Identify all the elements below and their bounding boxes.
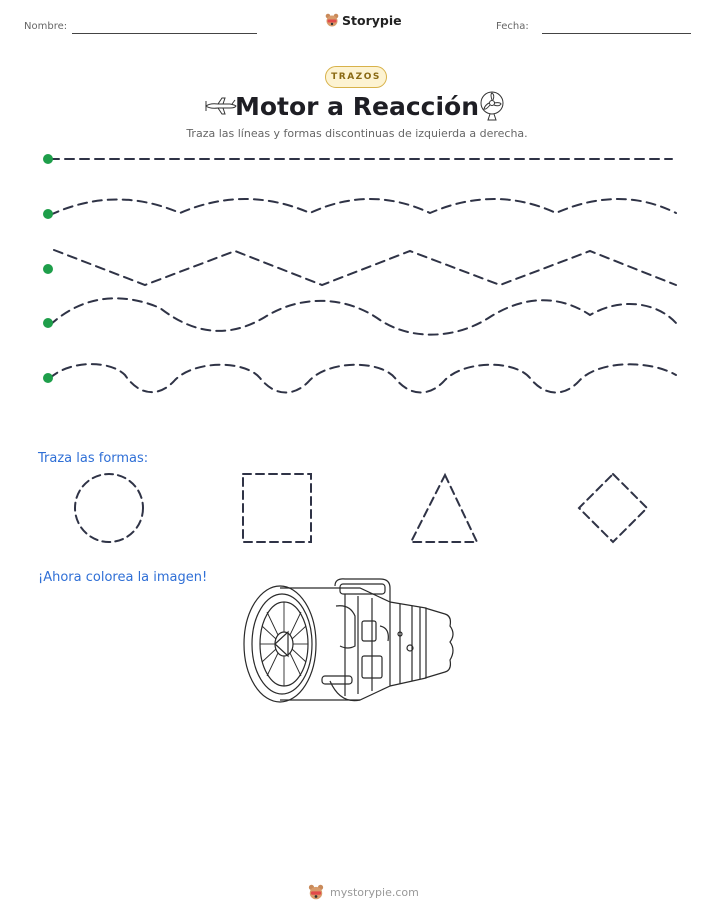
shapes-section-label: Traza las formas: <box>38 451 149 466</box>
name-field[interactable] <box>72 33 257 34</box>
trace-line-wave[interactable] <box>49 297 677 336</box>
trace-square[interactable] <box>242 473 312 543</box>
bear-logo-icon <box>325 13 339 27</box>
start-dot <box>43 209 53 219</box>
bear-logo-icon <box>308 884 324 900</box>
brand-logo: Storypie <box>325 13 402 28</box>
start-dot <box>43 264 53 274</box>
start-dot <box>43 373 53 383</box>
start-dot <box>43 318 53 328</box>
trace-triangle[interactable] <box>409 472 479 543</box>
coloring-section-label: ¡Ahora colorea la imagen! <box>38 570 208 585</box>
airplane-icon <box>205 97 237 115</box>
trace-line-zigzag[interactable] <box>53 249 677 287</box>
tracing-lines <box>43 154 677 394</box>
tracing-shapes <box>74 472 649 544</box>
trace-line-soft-wave[interactable] <box>49 198 677 216</box>
date-field[interactable] <box>542 33 691 34</box>
trace-line-bumpy-wave[interactable] <box>49 363 677 394</box>
start-dot <box>43 154 53 164</box>
date-label: Fecha: <box>496 21 529 32</box>
name-label: Nombre: <box>24 21 68 32</box>
brand-name: Storypie <box>342 13 402 28</box>
footer-url[interactable]: mystorypie.com <box>330 886 419 899</box>
trace-diamond[interactable] <box>577 472 649 544</box>
fan-icon <box>480 91 504 121</box>
page-title: Motor a Reacción <box>234 92 480 121</box>
trace-circle[interactable] <box>74 473 144 543</box>
footer: mystorypie.com <box>308 884 419 901</box>
jet-engine-icon <box>243 578 454 703</box>
instructions: Traza las líneas y formas discontinuas d… <box>186 127 528 140</box>
category-badge: TRAZOS <box>325 66 387 88</box>
